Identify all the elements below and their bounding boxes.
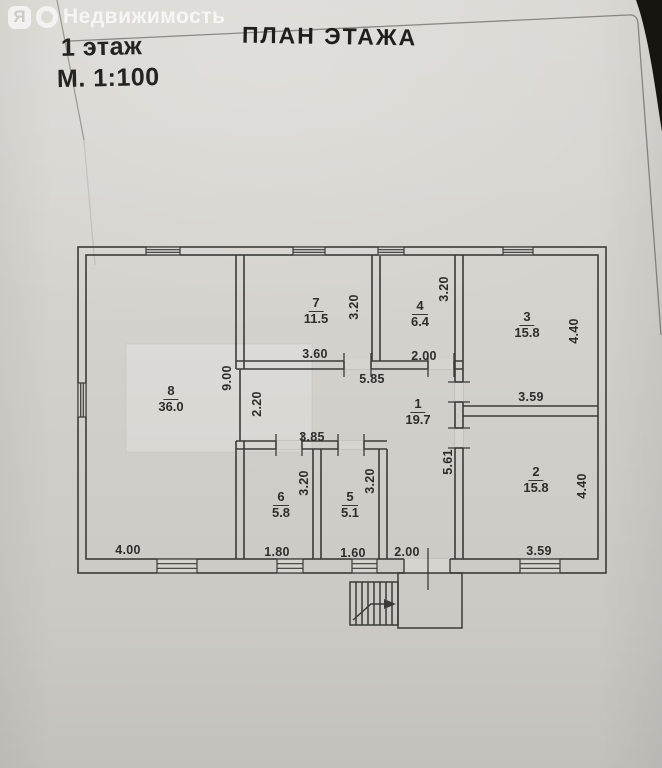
dim-room8-height: 9.00 (220, 365, 234, 391)
room-6-label: 6 5.8 (272, 488, 290, 520)
room-1-label: 1 19.7 (405, 395, 430, 427)
dimension-ticks (275, 353, 470, 590)
dim-corridor-height: 5.61 (441, 449, 455, 475)
watermark-brand: Недвижимость (63, 5, 226, 28)
dim-room4-width: 2.00 (411, 349, 437, 363)
room-5-area: 5.1 (340, 505, 360, 521)
pin-circle-icon (36, 6, 58, 28)
room-2-area: 15.8 (523, 480, 549, 496)
room-7-number: 7 (308, 295, 324, 313)
scale-label: М. 1:100 (56, 62, 160, 94)
dim-entry-width: 2.00 (394, 545, 420, 559)
room-5-number: 5 (342, 489, 358, 507)
room-3-label: 3 15.8 (514, 308, 539, 340)
faint-pencil-rectangle (125, 343, 313, 453)
dim-room8-width-bottom: 4.00 (115, 543, 141, 557)
dim-room5-height: 3.20 (363, 468, 377, 494)
room-7-label: 7 11.5 (304, 294, 329, 326)
room-5-label: 5 5.1 (341, 488, 359, 520)
dim-room2-width: 3.59 (526, 544, 552, 558)
room-2-label: 2 15.8 (523, 463, 548, 495)
room-3-area: 15.8 (514, 325, 540, 341)
room-8-label: 8 36.0 (158, 382, 183, 414)
page-title: ПЛАН ЭТАЖА (241, 21, 418, 51)
dim-hall-width-bottom: 3.85 (299, 430, 325, 444)
room-7-area: 11.5 (303, 311, 329, 327)
dim-room3-height: 4.40 (567, 318, 581, 344)
room-6-number: 6 (273, 489, 289, 507)
room-2-number: 2 (528, 464, 544, 482)
yandex-logo-icon: Я (8, 5, 31, 29)
photo-edge (56, 0, 662, 336)
dim-hall-width-top: 5.85 (359, 372, 385, 386)
dim-room2-height: 4.40 (575, 473, 589, 499)
dim-room7-width: 3.60 (302, 347, 328, 361)
room-1-number: 1 (410, 396, 426, 414)
room-8-area: 36.0 (158, 399, 184, 415)
room-1-area: 19.7 (405, 412, 431, 428)
dim-room3-width: 3.59 (518, 390, 544, 404)
dim-room6-height: 3.20 (297, 470, 311, 496)
dim-room4-height: 3.20 (437, 276, 451, 302)
room-8-number: 8 (163, 383, 179, 401)
room-4-area: 6.4 (410, 314, 430, 330)
entry-porch (397, 572, 463, 629)
dim-room5-width: 1.60 (340, 546, 366, 560)
dim-room7-height: 3.20 (347, 294, 361, 320)
watermark: Я Недвижимость (8, 5, 225, 29)
entry-stairs (349, 572, 463, 629)
dim-room6-width: 1.80 (264, 545, 290, 559)
room-4-number: 4 (412, 298, 428, 316)
room-6-area: 5.8 (271, 505, 291, 521)
dim-hall-height-left: 2.20 (250, 391, 264, 417)
floor-label: 1 этаж (60, 32, 143, 62)
stair-direction-arrow (384, 599, 396, 609)
room-4-label: 4 6.4 (411, 297, 429, 329)
room-3-number: 3 (519, 309, 535, 327)
windows (77, 246, 561, 574)
